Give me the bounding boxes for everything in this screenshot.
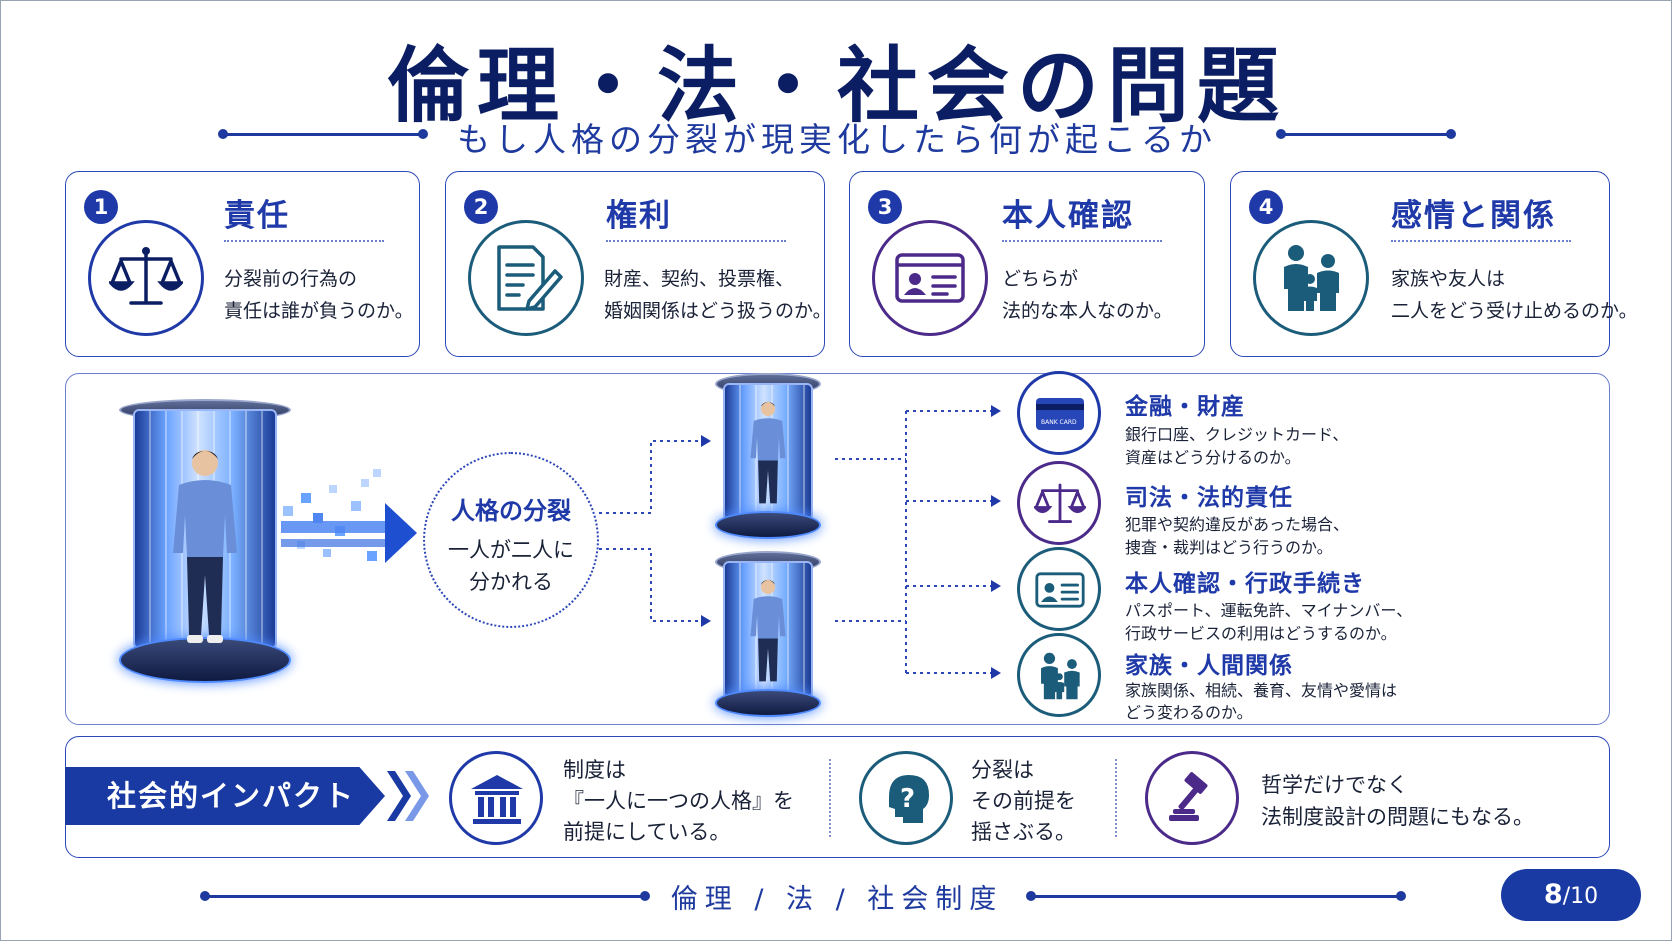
card-line: 家族や友人は xyxy=(1391,268,1506,290)
scales-icon xyxy=(109,247,183,305)
consequence-title: 司法・法的責任 xyxy=(1125,485,1293,511)
capsule-base xyxy=(715,689,821,717)
gavel-icon xyxy=(1169,772,1208,821)
card-title: 感情と関係 xyxy=(1391,198,1556,234)
id-card-icon xyxy=(1035,572,1085,608)
chevron-right-icon xyxy=(387,771,411,821)
impact-line: 制度は xyxy=(563,758,626,782)
impact-line: 哲学だけでなく xyxy=(1261,773,1408,797)
impact-line: 前提にしている。 xyxy=(563,820,731,844)
consequence-icon-circle: BANK CARD xyxy=(1017,371,1101,455)
bank-card-icon: BANK CARD xyxy=(1036,398,1084,430)
split-line: 一人が二人に xyxy=(448,538,574,562)
impact-line: その前提を xyxy=(971,789,1076,813)
subtitle: もし人格の分裂が現実化したら何が起こるか xyxy=(457,120,1217,159)
card-line: 婚姻関係はどう扱うのか。 xyxy=(604,300,832,322)
card-divider xyxy=(224,240,384,242)
consequence-line: パスポート、運転免許、マイナンバー、 xyxy=(1125,601,1413,620)
subtitle-rule-left xyxy=(218,129,428,139)
institution-icon xyxy=(471,775,523,824)
consequence-line: 銀行口座、クレジットカード、 xyxy=(1125,425,1349,444)
document-pen-icon xyxy=(497,245,563,311)
card-icon-circle xyxy=(468,220,584,336)
card-number: 1 xyxy=(84,190,118,224)
impact-line: 『一人に一つの人格』を xyxy=(563,789,794,813)
family-icon xyxy=(1041,652,1080,700)
capsule-base xyxy=(119,637,291,683)
card-identity: 3 本人確認 どちらが 法的な本人なのか。 xyxy=(849,171,1205,357)
bank-card-text: BANK CARD xyxy=(1041,419,1077,426)
impact-divider xyxy=(1115,759,1117,837)
split-title: 人格の分裂 xyxy=(451,497,571,525)
card-rights: 2 権利 財産、契約、投票権、 婚姻関係はどう扱うのか。 xyxy=(445,171,832,357)
card-line: 分裂前の行為の xyxy=(224,268,358,290)
impact-line: 揺さぶる。 xyxy=(971,820,1076,844)
impact-divider xyxy=(829,759,831,837)
card-line: どちらが xyxy=(1002,268,1079,290)
scales-icon xyxy=(1034,483,1086,523)
social-impact-label: 社会的インパクト xyxy=(65,767,385,825)
consequence-line: 家族関係、相続、養育、友情や愛情は xyxy=(1125,681,1398,700)
subtitle-rule-right xyxy=(1276,129,1456,139)
person-icon xyxy=(750,401,786,504)
card-responsibility: 1 責任 分裂前の行為の 責任は誰が負うのか。 xyxy=(65,171,420,357)
consequence-title: 金融・財産 xyxy=(1125,394,1245,420)
family-icon xyxy=(1284,245,1339,311)
page-total: /10 xyxy=(1562,884,1599,909)
footer-rule-left xyxy=(200,891,650,901)
consequence-line: どう変わるのか。 xyxy=(1125,703,1253,722)
card-line: 責任は誰が負うのか。 xyxy=(224,300,414,322)
page-indicator: 8/10 xyxy=(1501,869,1641,921)
svg-text:?: ? xyxy=(900,784,915,814)
consequence-icon-circle xyxy=(1017,547,1101,631)
card-divider xyxy=(1002,240,1162,242)
card-line: 二人をどう受け止めるのか。 xyxy=(1391,300,1638,322)
card-icon-circle xyxy=(1253,220,1369,336)
person-icon xyxy=(173,450,237,643)
consequence-icon-circle xyxy=(1017,633,1101,717)
consequence-line: 犯罪や契約違反があった場合、 xyxy=(1125,515,1350,534)
page-title: 倫理・法・社会の問題 xyxy=(386,39,1287,134)
card-line: 財産、契約、投票権、 xyxy=(604,268,795,290)
impact-icon-circle xyxy=(449,751,543,845)
consequence-line: 捜査・裁判はどう行うのか。 xyxy=(1125,538,1333,557)
impact-icon-circle: ? xyxy=(859,751,953,845)
capsule-base xyxy=(715,511,821,539)
card-icon-circle xyxy=(88,220,204,336)
card-title: 本人確認 xyxy=(1002,198,1134,234)
consequence-line: 行政サービスの利用はどうするのか。 xyxy=(1125,624,1397,643)
footer-categories: 倫理 / 法 / 社会制度 xyxy=(670,884,1004,915)
card-title: 責任 xyxy=(224,198,290,234)
capsule-copy-a xyxy=(715,373,821,539)
chevron-right-icon xyxy=(405,771,429,821)
consequence-line: 資産はどう分けるのか。 xyxy=(1125,448,1301,467)
capsule-copy-b xyxy=(715,551,821,717)
card-divider xyxy=(1391,240,1571,242)
impact-line: 法制度設計の問題にもなる。 xyxy=(1261,805,1534,829)
card-number: 3 xyxy=(868,190,902,224)
consequence-title: 家族・人間関係 xyxy=(1125,653,1293,679)
subtitle-row: もし人格の分裂が現実化したら何が起こるか xyxy=(1,113,1672,159)
page-current: 8 xyxy=(1543,879,1563,910)
split-concept-circle: 人格の分裂 一人が二人に 分かれる xyxy=(423,452,599,628)
card-number: 2 xyxy=(464,190,498,224)
question-head-icon: ? xyxy=(889,775,929,823)
impact-icon-circle xyxy=(1145,751,1239,845)
card-title: 権利 xyxy=(606,198,672,234)
consequence-icon-circle xyxy=(1017,461,1101,545)
consequence-title: 本人確認・行政手続き xyxy=(1125,571,1365,597)
capsule-original xyxy=(119,399,291,689)
impact-line: 分裂は xyxy=(971,758,1034,782)
split-diagram-panel xyxy=(65,373,1610,725)
card-line: 法的な本人なのか。 xyxy=(1002,300,1173,322)
footer-rule-right xyxy=(1026,891,1406,901)
card-divider xyxy=(606,240,786,242)
card-icon-circle xyxy=(872,220,988,336)
card-number: 4 xyxy=(1249,190,1283,224)
split-line: 分かれる xyxy=(469,570,553,594)
card-relationships: 4 感情と関係 家族や友人は 二人をどう受け止めるのか。 xyxy=(1230,171,1638,357)
person-icon xyxy=(750,579,786,682)
id-card-icon xyxy=(895,253,965,303)
